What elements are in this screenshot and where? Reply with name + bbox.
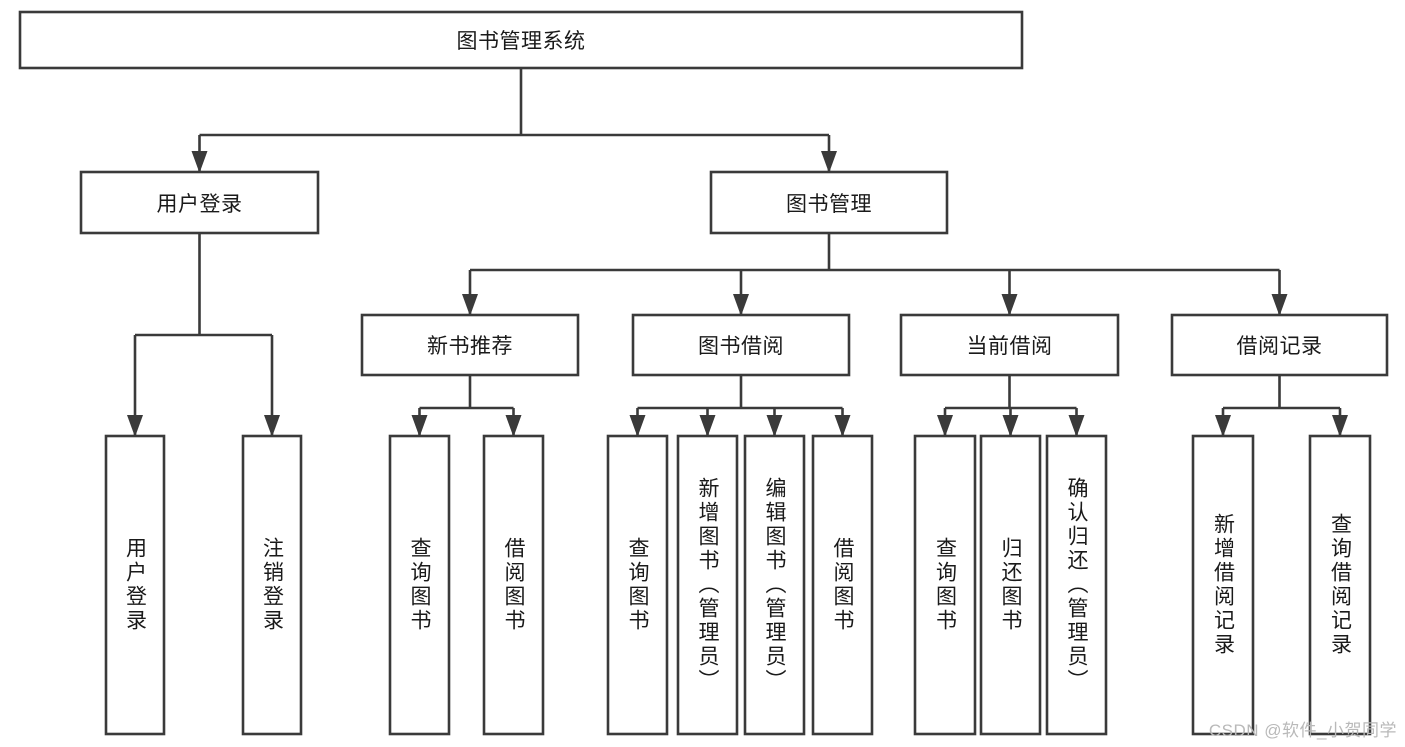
node-box-leaf-query-book-3 [913, 434, 977, 736]
node-box-leaf-query-book-2 [606, 434, 669, 736]
arrow-head-icon-book-manage [821, 151, 837, 173]
node-box-user-login [79, 170, 320, 235]
arrow-head-icon-leaf-add-record [1215, 415, 1231, 437]
arrow-head-icon-current-borrow [1001, 294, 1018, 316]
arrow-head-icon-leaf-logout [264, 415, 280, 437]
node-box-borrow-record [1170, 313, 1389, 377]
node-box-book-manage [709, 170, 949, 235]
node-box-current-borrow [899, 313, 1120, 377]
arrow-head-icon-borrow-record [1271, 294, 1288, 316]
arrow-head-icon-leaf-borrow-book-2 [834, 415, 851, 437]
arrow-head-icon-leaf-query-record [1332, 415, 1348, 437]
arrow-head-icon-book-borrow [733, 294, 749, 316]
node-box-leaf-add-record [1191, 434, 1255, 736]
arrow-head-icon-leaf-edit-book [766, 415, 783, 437]
arrow-head-icon-leaf-add-book [699, 415, 716, 437]
watermark-text: CSDN @软件_小贺同学 [1208, 721, 1397, 740]
node-box-leaf-query-book-1 [388, 434, 451, 736]
node-box-leaf-borrow-book-1 [482, 434, 545, 736]
arrow-head-icon-leaf-return-book [1002, 415, 1019, 437]
arrow-head-icon-leaf-query-book-3 [937, 415, 953, 437]
arrow-head-icon-leaf-query-book-1 [411, 415, 428, 437]
node-box-book-borrow [631, 313, 851, 377]
nodes-layer [18, 10, 1389, 736]
arrow-head-icon-user-login [191, 151, 208, 173]
node-box-new-book-recommend [360, 313, 580, 377]
node-box-leaf-logout [241, 434, 303, 736]
node-box-root [18, 10, 1024, 70]
node-box-leaf-borrow-book-2 [811, 434, 874, 736]
node-box-leaf-return-book [979, 434, 1042, 736]
arrow-head-icon-leaf-borrow-book-1 [505, 415, 522, 437]
node-box-leaf-user-login [104, 434, 166, 736]
connectors-layer [127, 68, 1348, 437]
node-box-leaf-confirm-return [1045, 434, 1108, 736]
arrow-head-icon-leaf-confirm-return [1068, 415, 1085, 437]
arrow-head-icon-new-book-recommend [462, 294, 478, 316]
node-box-leaf-edit-book [743, 434, 806, 736]
node-box-leaf-query-record [1308, 434, 1372, 736]
node-box-leaf-add-book [676, 434, 739, 736]
arrow-head-icon-leaf-query-book-2 [629, 415, 646, 437]
arrow-head-icon-leaf-user-login [127, 415, 143, 437]
